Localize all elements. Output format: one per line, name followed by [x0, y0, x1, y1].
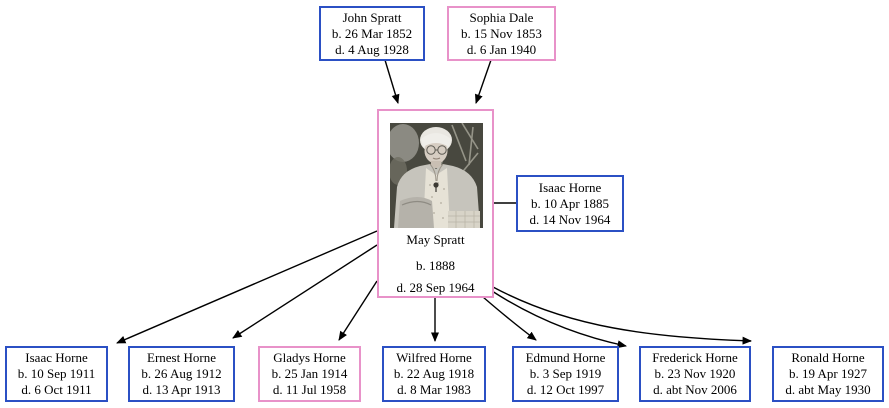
death-date: d. 28 Sep 1964 [396, 280, 475, 295]
person-box-isaac-horne-spouse[interactable]: Isaac Horne b. 10 Apr 1885 d. 14 Nov 196… [516, 175, 624, 232]
portrait-photo-may-spratt [390, 123, 483, 228]
arrow-father-to-subject [384, 59, 400, 104]
person-box-frederick-horne[interactable]: Frederick Horne b. 23 Nov 1920 d. abt No… [639, 346, 751, 402]
birth-date: b. 10 Sep 1911 [17, 366, 96, 381]
birth-date: b. 23 Nov 1920 [654, 366, 736, 381]
person-name: Gladys Horne [273, 350, 346, 365]
person-box-john-spratt-father[interactable]: John Spratt b. 26 Mar 1852 d. 4 Aug 1928 [319, 6, 425, 61]
person-box-gladys-horne[interactable]: Gladys Horne b. 25 Jan 1914 d. 11 Jul 19… [258, 346, 361, 402]
birth-date: b. 10 Apr 1885 [531, 195, 609, 211]
person-name: John Spratt [342, 9, 402, 25]
person-name: Edmund Horne [525, 350, 606, 365]
birth-date: b. 22 Aug 1918 [393, 366, 475, 381]
person-name: Isaac Horne [538, 179, 602, 195]
birth-date: b. 19 Apr 1927 [789, 366, 867, 381]
person-name: Isaac Horne [25, 350, 88, 365]
person-name: Frederick Horne [652, 350, 738, 365]
person-box-isaac-horne-child[interactable]: Isaac Horne b. 10 Sep 1911 d. 6 Oct 1911 [5, 346, 108, 402]
death-date: d. 4 Aug 1928 [335, 41, 409, 57]
arrow-subject-to-child-6 [491, 290, 627, 349]
birth-date: b. 15 Nov 1853 [461, 25, 542, 41]
death-date: d. 13 Apr 1913 [142, 382, 221, 397]
birth-date: b. 1888 [416, 258, 455, 273]
person-box-may-spratt-subject[interactable]: May Spratt b. 1888 d. 28 Sep 1964 [377, 109, 494, 298]
death-date: d. 8 Mar 1983 [397, 382, 471, 397]
death-date: d. 12 Oct 1997 [526, 382, 605, 397]
person-box-wilfred-horne[interactable]: Wilfred Horne b. 22 Aug 1918 d. 8 Mar 19… [382, 346, 486, 402]
arrow-subject-to-child-2 [232, 244, 378, 339]
person-name: May Spratt [406, 232, 465, 247]
arrow-mother-to-subject [475, 59, 492, 104]
death-date: d. abt May 1930 [785, 382, 871, 397]
person-box-ronald-horne[interactable]: Ronald Horne b. 19 Apr 1927 d. abt May 1… [772, 346, 884, 402]
arrow-subject-to-child-3 [338, 280, 378, 341]
arrow-subject-to-child-7 [492, 286, 752, 345]
person-name: Ernest Horne [147, 350, 216, 365]
death-date: d. 14 Nov 1964 [529, 211, 611, 227]
death-date: d. 6 Oct 1911 [21, 382, 92, 397]
death-date: d. 6 Jan 1940 [466, 41, 537, 57]
arrow-subject-to-child-1 [116, 230, 378, 344]
person-box-sophia-dale-mother[interactable]: Sophia Dale b. 15 Nov 1853 d. 6 Jan 1940 [447, 6, 556, 61]
birth-date: b. 26 Aug 1912 [141, 366, 222, 381]
person-box-edmund-horne[interactable]: Edmund Horne b. 3 Sep 1919 d. 12 Oct 199… [512, 346, 619, 402]
person-name: Sophia Dale [469, 9, 534, 25]
person-box-ernest-horne[interactable]: Ernest Horne b. 26 Aug 1912 d. 13 Apr 19… [128, 346, 235, 402]
birth-date: b. 25 Jan 1914 [271, 366, 348, 381]
death-date: d. 11 Jul 1958 [272, 382, 347, 397]
death-date: d. abt Nov 2006 [653, 382, 737, 397]
birth-date: b. 26 Mar 1852 [331, 25, 413, 41]
arrow-subject-to-child-5 [482, 296, 537, 341]
person-name: Ronald Horne [791, 350, 865, 365]
person-name: Wilfred Horne [396, 350, 472, 365]
birth-date: b. 3 Sep 1919 [529, 366, 602, 381]
